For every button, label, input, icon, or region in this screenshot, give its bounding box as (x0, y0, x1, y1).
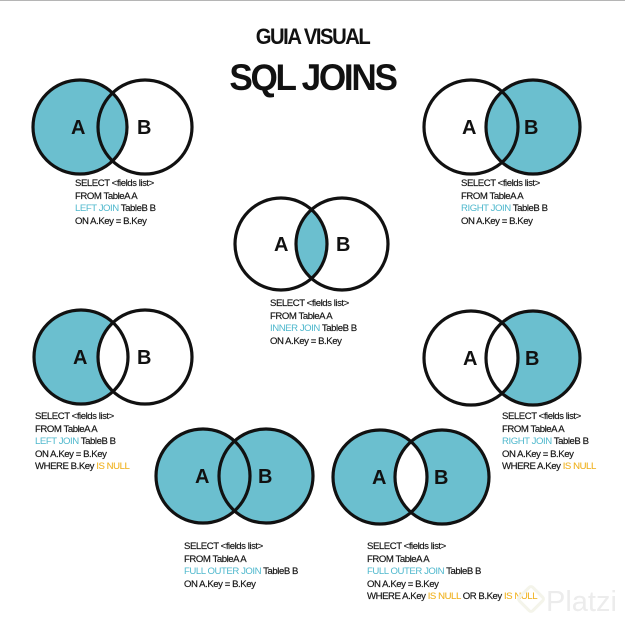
code-table-b: TableB B (261, 566, 298, 577)
code-left-join: SELECT <fields list> FROM TableA A LEFT … (75, 178, 156, 228)
label-a: A (195, 466, 209, 488)
code-line-select: SELECT <fields list> (461, 178, 540, 189)
code-line-select: SELECT <fields list> (184, 541, 263, 552)
or-clause: OR B.Key (460, 591, 504, 602)
code-full-outer-join-null: SELECT <fields list> FROM TableA A FULL … (367, 541, 538, 604)
code-line-on: ON A.Key = B.Key (184, 578, 256, 590)
code-line-from: FROM TableA A (184, 553, 247, 565)
code-line-join: FULL OUTER JOIN TableB B (184, 566, 298, 579)
code-inner-join: SELECT <fields list> FROM TableA A INNER… (270, 298, 357, 348)
label-a: A (71, 117, 85, 139)
watermark: Platzi (546, 586, 617, 618)
label-a: A (462, 117, 476, 139)
code-line-select: SELECT <fields list> (502, 411, 581, 422)
code-line-from: FROM TableA A (367, 553, 430, 565)
null-keyword: IS NULL (96, 461, 130, 472)
code-line-on: ON A.Key = B.Key (75, 215, 147, 227)
label-a: A (372, 467, 386, 489)
label-b: B (258, 466, 272, 488)
code-table-b: TableB B (551, 436, 589, 447)
code-line-select: SELECT <fields list> (35, 411, 114, 422)
code-line-where: WHERE B.Key IS NULL (35, 461, 130, 474)
label-b: B (434, 467, 448, 489)
code-line-join: FULL OUTER JOIN TableB B (367, 566, 537, 579)
code-line-on: ON A.Key = B.Key (35, 448, 107, 460)
null-keyword: IS NULL (562, 461, 597, 472)
null-keyword: IS NULL (427, 591, 461, 602)
code-line-on: ON A.Key = B.Key (367, 578, 439, 590)
code-line-select: SELECT <fields list> (270, 298, 349, 309)
code-line-from: FROM TableA A (270, 310, 333, 322)
label-a: A (73, 347, 87, 369)
page-title: SQL JOINS (229, 57, 398, 98)
code-table-b: TableB B (444, 566, 481, 577)
label-a: A (463, 348, 477, 370)
code-left-join-null: SELECT <fields list> FROM TableA A LEFT … (35, 411, 130, 474)
venn-left-join-null: A B (32, 308, 194, 406)
code-line-join: LEFT JOIN TableB B (35, 436, 129, 449)
code-line-join: LEFT JOIN TableB B (75, 203, 156, 216)
code-line-from: FROM TableA A (75, 190, 138, 202)
label-b: B (524, 117, 538, 139)
where-clause: WHERE A.Key (502, 461, 563, 472)
venn-right-join-null: A B (422, 309, 582, 407)
code-line-from: FROM TableA A (35, 423, 98, 435)
label-b: B (336, 234, 350, 256)
code-line-join: INNER JOIN TableB B (270, 323, 357, 336)
code-line-on: ON A.Key = B.Key (502, 448, 574, 460)
join-keyword: RIGHT JOIN (502, 436, 552, 447)
code-full-outer-join: SELECT <fields list> FROM TableA A FULL … (184, 541, 299, 591)
venn-full-outer-join: A B (154, 427, 315, 525)
label-b: B (525, 348, 539, 370)
code-line-from: FROM TableA A (461, 190, 524, 202)
subtitle: GUIA VISUAL (255, 24, 371, 49)
code-table-b: TableB B (319, 323, 357, 334)
null-keyword: IS NULL (503, 591, 538, 602)
label-a: A (274, 234, 288, 256)
code-line-where: WHERE A.Key IS NULL OR B.Key IS NULL (367, 591, 538, 604)
label-b: B (137, 117, 151, 139)
join-keyword: LEFT JOIN (35, 436, 79, 447)
code-line-on: ON A.Key = B.Key (461, 215, 533, 227)
join-keyword: RIGHT JOIN (461, 203, 511, 214)
code-line-on: ON A.Key = B.Key (270, 335, 342, 347)
code-line-select: SELECT <fields list> (75, 178, 154, 189)
where-clause: WHERE A.Key (367, 591, 428, 602)
code-right-join-null: SELECT <fields list> FROM TableA A RIGHT… (502, 411, 596, 474)
top-border (0, 0, 625, 1)
where-clause: WHERE B.Key (35, 461, 97, 472)
code-line-join: RIGHT JOIN TableB B (502, 436, 596, 449)
join-keyword: FULL OUTER JOIN (367, 566, 445, 577)
join-keyword: INNER JOIN (270, 323, 320, 334)
join-keyword: FULL OUTER JOIN (184, 566, 262, 577)
code-table-b: TableB B (78, 436, 116, 447)
code-table-b: TableB B (118, 203, 156, 214)
code-line-from: FROM TableA A (502, 423, 565, 435)
code-line-where: WHERE A.Key IS NULL (502, 461, 596, 474)
code-line-select: SELECT <fields list> (367, 541, 446, 552)
join-keyword: LEFT JOIN (75, 203, 119, 214)
label-b: B (137, 347, 151, 369)
venn-inner-join: A B (233, 196, 390, 292)
venn-left-join: A B (31, 78, 194, 176)
venn-full-outer-join-null: A B (331, 428, 491, 526)
code-table-b: TableB B (510, 203, 548, 214)
venn-right-join: A B (422, 78, 582, 176)
code-right-join: SELECT <fields list> FROM TableA A RIGHT… (461, 178, 548, 228)
code-line-join: RIGHT JOIN TableB B (461, 203, 548, 216)
